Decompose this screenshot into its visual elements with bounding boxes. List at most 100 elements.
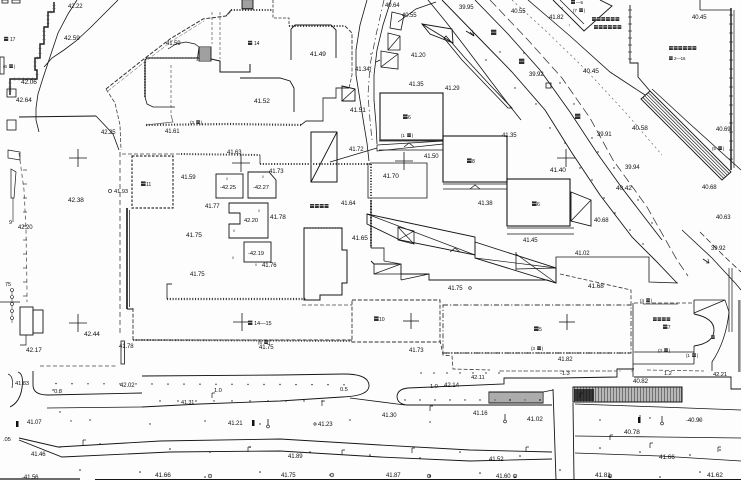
svg-text:): ) (269, 340, 271, 345)
svg-text:41.59: 41.59 (166, 41, 181, 47)
svg-text:41.66: 41.66 (659, 454, 675, 461)
svg-text:(1: (1 (401, 133, 405, 138)
svg-text:42.02: 42.02 (120, 383, 135, 389)
svg-text:41.51: 41.51 (350, 107, 366, 114)
svg-text:40.45: 40.45 (583, 68, 599, 75)
svg-text:41.02: 41.02 (575, 251, 590, 257)
svg-text:41.45: 41.45 (523, 238, 538, 244)
svg-text:1.2: 1.2 (664, 371, 672, 377)
svg-text:41.20: 41.20 (411, 53, 426, 59)
svg-text:2—16: 2—16 (674, 56, 686, 61)
svg-text:41.07: 41.07 (27, 420, 42, 426)
svg-text:40.68: 40.68 (702, 185, 717, 191)
svg-text:39.91: 39.91 (597, 132, 612, 138)
svg-text:): ) (201, 120, 203, 125)
svg-text:41.21: 41.21 (228, 421, 243, 427)
svg-text:14: 14 (254, 41, 260, 47)
svg-text:41.29: 41.29 (445, 86, 460, 92)
svg-text:40.58: 40.58 (632, 125, 648, 132)
svg-text:42.44: 42.44 (84, 331, 100, 338)
svg-text:): ) (412, 133, 414, 138)
svg-text:11: 11 (146, 182, 151, 188)
svg-text:II: II (258, 209, 260, 213)
svg-text:II: II (226, 177, 228, 181)
svg-text:*: * (370, 53, 372, 59)
svg-text:II: II (255, 263, 257, 267)
svg-text:41.38: 41.38 (478, 201, 493, 207)
svg-text:40.82: 40.82 (633, 378, 649, 385)
svg-text:41.30: 41.30 (382, 413, 397, 419)
svg-text:41.76: 41.76 (262, 263, 277, 269)
svg-text:40.68: 40.68 (594, 218, 609, 224)
svg-text:42.22: 42.22 (68, 4, 83, 10)
svg-text:8: 8 (472, 159, 475, 165)
svg-text:41.35: 41.35 (502, 133, 517, 139)
svg-text:): ) (14, 64, 16, 69)
svg-text:1.0: 1.0 (430, 384, 438, 390)
svg-text:42.14: 42.14 (444, 382, 460, 389)
svg-text:(3: (3 (658, 348, 662, 353)
svg-text:40.55: 40.55 (511, 9, 526, 15)
svg-text:-1.3: -1.3 (560, 371, 570, 377)
svg-text:14—15: 14—15 (254, 321, 272, 327)
svg-text:-42.27: -42.27 (253, 185, 269, 191)
svg-text:): ) (669, 348, 671, 353)
svg-text:42.25: 42.25 (101, 130, 116, 136)
svg-text:41.78: 41.78 (119, 344, 134, 350)
svg-text:39.92: 39.92 (529, 72, 544, 78)
svg-text:41.35: 41.35 (409, 82, 424, 88)
svg-text:(4: (4 (640, 298, 644, 303)
svg-text:5: 5 (539, 327, 542, 333)
svg-text:39.92: 39.92 (711, 246, 726, 252)
svg-text:41.66: 41.66 (155, 472, 171, 479)
svg-text:75: 75 (5, 282, 11, 288)
svg-text:41.73: 41.73 (269, 169, 284, 175)
svg-text:39.94: 39.94 (625, 165, 640, 171)
svg-text:*0.8: *0.8 (52, 389, 62, 395)
svg-text:—5: —5 (576, 0, 583, 5)
svg-text:41.75: 41.75 (190, 272, 205, 278)
svg-text:(6: (6 (258, 340, 262, 345)
svg-text:41.52: 41.52 (254, 98, 270, 105)
svg-text:*: * (70, 420, 72, 426)
svg-text:41.31: 41.31 (181, 400, 194, 406)
svg-text:41.60: 41.60 (496, 474, 511, 480)
svg-text:(3: (3 (190, 120, 194, 125)
svg-text:41.82: 41.82 (558, 357, 573, 363)
svg-text:0.5: 0.5 (340, 387, 348, 393)
svg-text:42.06: 42.06 (21, 79, 37, 86)
svg-text:(7: (7 (573, 8, 577, 13)
svg-text:40.78: 40.78 (624, 429, 640, 436)
svg-text:42.20: 42.20 (18, 225, 33, 231)
svg-text:42.38: 42.38 (68, 197, 84, 204)
svg-text:41.75: 41.75 (448, 286, 463, 292)
svg-text:41.50: 41.50 (424, 154, 439, 160)
svg-text:41.49: 41.49 (310, 51, 326, 58)
svg-text:-42.25: -42.25 (220, 185, 236, 191)
svg-text:41.87: 41.87 (386, 473, 401, 479)
svg-text:39.95: 39.95 (459, 5, 474, 11)
svg-text:41.83: 41.83 (15, 381, 29, 387)
svg-text:41.61: 41.61 (165, 129, 180, 135)
svg-text:↑: ↑ (561, 6, 563, 12)
svg-text:41.34(: 41.34( (355, 67, 372, 73)
svg-text:.05: .05 (3, 437, 11, 443)
svg-text:7: 7 (668, 325, 671, 331)
svg-text:6: 6 (408, 115, 411, 121)
svg-text:(1: (1 (686, 353, 690, 358)
svg-text:): ) (697, 353, 699, 358)
svg-text:41.68: 41.68 (588, 283, 604, 290)
svg-text:↑: ↑ (568, 23, 570, 29)
svg-text:41.75: 41.75 (186, 232, 202, 239)
svg-text:41.40: 41.40 (550, 167, 566, 174)
svg-text:41.82: 41.82 (549, 15, 564, 21)
svg-text:): ) (584, 8, 586, 13)
svg-text:41.64: 41.64 (341, 201, 356, 207)
svg-text:41.72: 41.72 (349, 147, 364, 153)
svg-text:41.77: 41.77 (205, 204, 220, 210)
svg-text:): ) (723, 146, 725, 151)
svg-text:41.02: 41.02 (527, 416, 543, 423)
svg-text:40.63: 40.63 (716, 215, 731, 221)
svg-text:II: II (232, 256, 234, 260)
svg-text:42.11: 42.11 (471, 375, 485, 381)
